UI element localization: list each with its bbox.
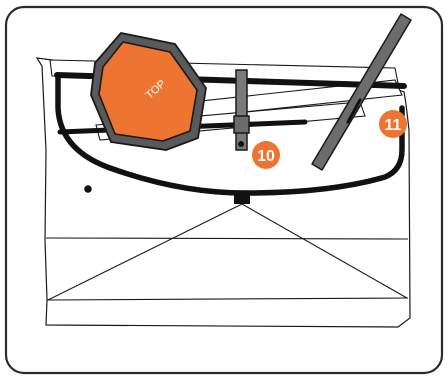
post-pin: [238, 141, 244, 147]
callout-11-label: 11: [385, 117, 402, 134]
mounting-hole: [84, 185, 92, 193]
post-slider: [234, 116, 249, 133]
callout-10-label: 10: [257, 148, 275, 165]
callout-10: 10: [252, 141, 280, 169]
callout-11: 11: [379, 110, 407, 138]
center-clip: [234, 193, 250, 204]
vertical-post: [236, 70, 247, 150]
